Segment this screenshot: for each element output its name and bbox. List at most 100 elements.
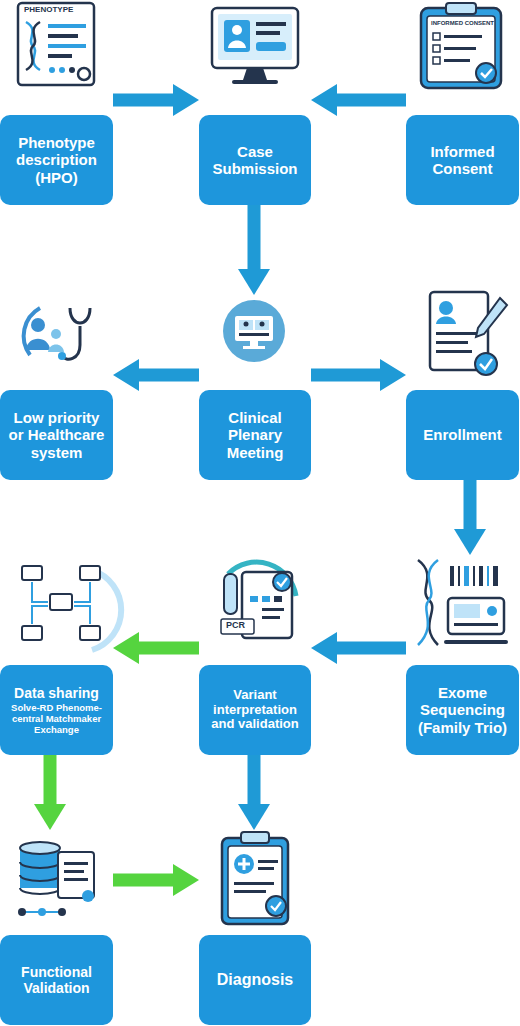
- icon-part: [224, 574, 237, 614]
- box-fill: Functional Validation: [0, 935, 113, 1025]
- arrow-head: [113, 359, 139, 391]
- arrow-shaft: [248, 755, 261, 805]
- icon-part: [26, 339, 50, 350]
- icon-part: [18, 3, 94, 85]
- icon-part: [228, 41, 246, 49]
- icon-part: [444, 47, 476, 50]
- box-fill: Phenotype description (HPO): [0, 115, 113, 205]
- icon-part: [277, 578, 287, 586]
- icon-part: [243, 68, 267, 80]
- icon-part: [22, 626, 42, 640]
- phenotype-icon: [18, 3, 94, 85]
- icon-part: [448, 598, 504, 634]
- box-title: Phenotype description (HPO): [5, 134, 108, 186]
- box-fill: Diagnosis: [199, 935, 311, 1025]
- icon-part: [69, 67, 75, 73]
- box-title: Case Submission: [204, 143, 306, 178]
- icon-part: [421, 8, 501, 88]
- flow-arrow: [113, 84, 199, 116]
- icon-part: [58, 908, 66, 916]
- arrow-head: [311, 632, 337, 664]
- icon-part: [212, 8, 298, 68]
- icon-part: [48, 44, 86, 48]
- icon-part: [20, 862, 60, 894]
- icon-part: [256, 31, 280, 35]
- icon-part: [454, 604, 480, 618]
- arrow-shaft: [113, 874, 174, 887]
- arrow-head: [113, 632, 139, 664]
- icon-part: [433, 45, 440, 52]
- icon-part: [223, 300, 285, 362]
- icon-part: [493, 566, 498, 586]
- consent-icon: [421, 3, 501, 88]
- box-fill: Enrollment: [406, 390, 519, 480]
- process-box: Low priority or Healthcare system: [0, 300, 113, 480]
- icon-part: [439, 301, 453, 315]
- icon-part: [232, 80, 278, 84]
- icon-part: [256, 42, 286, 51]
- icon-part: [418, 560, 438, 645]
- arrow-shaft: [336, 94, 406, 107]
- box-title: Low priority or Healthcare system: [5, 409, 108, 461]
- icon-part: [262, 616, 280, 619]
- icon-part: [82, 890, 94, 902]
- box-fill: Clinical Plenary Meeting: [199, 390, 311, 480]
- arrow-head: [173, 84, 199, 116]
- icon-part: [31, 318, 45, 332]
- icon-part: [433, 33, 440, 40]
- icon-part: [271, 902, 281, 910]
- box-subtext: Solve-RD Phenome-central Matchmaker Exch…: [5, 703, 108, 736]
- icon-part: [48, 345, 64, 353]
- icon-label: PCR: [226, 621, 245, 631]
- flow-arrow: [238, 755, 270, 830]
- icon-part: [446, 3, 476, 14]
- computer-icon: [212, 8, 298, 84]
- icon-part: [427, 16, 495, 82]
- arrow-shaft: [464, 480, 477, 530]
- icon-part: [51, 329, 61, 339]
- icon-part: [444, 35, 482, 38]
- icon-part: [436, 350, 472, 353]
- arrow-shaft: [311, 369, 381, 382]
- icon-part: [48, 54, 72, 58]
- icon-part: [48, 24, 86, 28]
- icon-part: [258, 860, 278, 863]
- icon-part: [481, 69, 492, 77]
- icon-part: [250, 596, 258, 602]
- sequencer-icon: [418, 560, 508, 645]
- arrow-shaft: [138, 642, 199, 655]
- icon-part: [50, 594, 72, 610]
- process-box: Functional Validation: [0, 830, 113, 1025]
- icon-part: [418, 560, 438, 645]
- icon-part: [260, 322, 265, 327]
- icon-part: [238, 858, 250, 870]
- icon-part: [458, 566, 460, 586]
- flow-arrow: [113, 632, 199, 664]
- icon-part: [473, 566, 475, 586]
- box-fill: Informed Consent: [406, 115, 519, 205]
- process-box: Enrollment: [406, 285, 519, 480]
- box-fill: Variant interpretation and validation: [199, 665, 311, 755]
- icon-part: [241, 832, 269, 843]
- arrow-shaft: [44, 755, 57, 805]
- flow-arrow: [311, 632, 406, 664]
- flow-arrow: [113, 864, 199, 896]
- icon-part: [476, 298, 507, 337]
- box-title: Exome Sequencing (Family Trio): [411, 684, 514, 736]
- icon-part: [487, 606, 497, 616]
- icon-part: [235, 316, 273, 341]
- box-fill: Low priority or Healthcare system: [0, 390, 113, 480]
- icon-part: [78, 68, 90, 80]
- icon-part: [243, 346, 265, 349]
- arrow-head: [238, 804, 270, 830]
- meeting-icon: [223, 300, 285, 362]
- icon-part: [64, 878, 88, 881]
- icon-part: [64, 862, 88, 865]
- database-icon: [18, 842, 94, 916]
- box-title: Functional Validation: [5, 964, 108, 996]
- box-title: Clinical Plenary Meeting: [204, 409, 306, 461]
- icon-label: INFORMED CONSENT: [431, 20, 494, 27]
- arrow-head: [238, 269, 270, 295]
- icon-part: [454, 623, 498, 626]
